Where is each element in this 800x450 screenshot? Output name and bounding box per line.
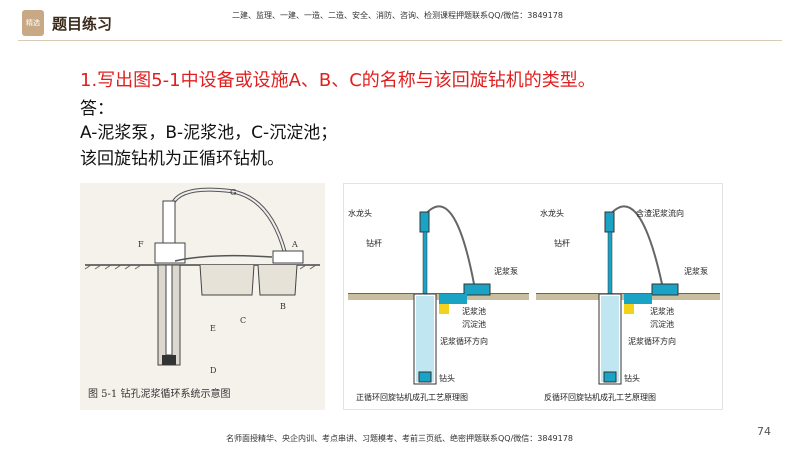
label-rod-right: 钻杆 xyxy=(554,238,570,248)
answer-line-2: 该回旋钻机为正循环钻机。 xyxy=(80,149,284,169)
footer-notice: 名师面授精华、央企内训、考点串讲、习题模考、考前三页纸、绝密押题联系QQ/微信：… xyxy=(226,434,573,443)
label-bit-left: 钻头 xyxy=(439,373,455,383)
label-e: E xyxy=(210,324,216,333)
faucet-right xyxy=(604,211,615,233)
drill-rod-e xyxy=(165,264,173,356)
label-pit-right: 泥浆池 xyxy=(650,306,674,316)
answer-line-1: A-泥浆泵，B-泥浆池，C-沉淀池； xyxy=(80,123,338,143)
page-header: 精选 题目练习 二建、监理、一建、一造、二造、安全、消防、咨询、检测课程押题联系… xyxy=(0,0,800,40)
mud-pump-right xyxy=(651,283,679,296)
label-circ-left: 泥浆循环方向 xyxy=(440,336,488,346)
question-text: 1.写出图5-1中设备或设施A、B、C的名称与该回旋钻机的类型。 xyxy=(80,70,596,91)
label-rod-left: 钻杆 xyxy=(366,238,382,248)
mud-pit-right xyxy=(624,294,652,304)
box-f xyxy=(154,242,186,264)
figure-drilling-principles: 水龙头 钻杆 泥浆泵 泥浆池 沉淀池 泥浆循环方向 钻头 正循环回旋钻机成孔工艺… xyxy=(343,183,723,410)
label-pump-left: 泥浆泵 xyxy=(494,266,518,276)
label-flow-right: 含渣泥浆流向 xyxy=(636,208,684,218)
page-number: 74 xyxy=(757,425,771,438)
mud-pit-left xyxy=(439,294,467,304)
drill-bit-left xyxy=(418,371,432,383)
reverse-circulation-diagram: 水龙头 含渣泥浆流向 钻杆 泥浆泵 泥浆池 沉淀池 泥浆循环方向 钻头 反循环回… xyxy=(536,205,720,402)
header-notice: 二建、监理、一建、一造、二造、安全、消防、咨询、检测课程押题联系QQ/微信：38… xyxy=(232,11,563,20)
header-divider xyxy=(18,40,782,41)
hose-g xyxy=(170,187,287,254)
label-pump-right: 泥浆泵 xyxy=(684,266,708,276)
label-pit-left: 泥浆池 xyxy=(462,306,486,316)
caption-forward: 正循环回旋钻机成孔工艺原理图 xyxy=(356,392,468,402)
label-d: D xyxy=(210,366,216,375)
pit-b xyxy=(257,264,298,296)
label-f: F xyxy=(138,240,144,249)
label-settling-right: 沉淀池 xyxy=(650,319,674,329)
caption-reverse: 反循环回旋钻机成孔工艺原理图 xyxy=(544,392,656,402)
label-g: G xyxy=(230,188,236,197)
settling-pit-left xyxy=(439,304,449,314)
pit-c xyxy=(199,264,255,296)
figure-left-caption: 图 5-1 钻孔泥浆循环系统示意图 xyxy=(88,387,230,400)
drill-bit-d xyxy=(162,355,176,365)
label-bit-right: 钻头 xyxy=(624,373,640,383)
brand-logo: 精选 xyxy=(22,10,44,36)
label-a: A xyxy=(291,240,298,249)
figure-left-drawing: G F A B C D E 图 5-1 钻孔泥浆循环系统示意图 xyxy=(84,187,320,400)
settling-pit-right xyxy=(624,304,634,314)
label-b: B xyxy=(280,302,286,311)
section-title: 题目练习 xyxy=(52,15,113,33)
pump-a xyxy=(272,250,304,264)
mud-pump-left xyxy=(463,283,491,296)
answer-label: 答： xyxy=(80,99,114,119)
faucet-left xyxy=(419,211,430,233)
label-settling-left: 沉淀池 xyxy=(462,319,486,329)
forward-circulation-diagram: 水龙头 钻杆 泥浆泵 泥浆池 沉淀池 泥浆循环方向 钻头 正循环回旋钻机成孔工艺… xyxy=(348,205,529,402)
drill-bit-right xyxy=(603,371,617,383)
label-c: C xyxy=(240,316,246,325)
label-faucet-right: 水龙头 xyxy=(540,208,564,218)
label-circ-right: 泥浆循环方向 xyxy=(628,336,676,346)
figure-right-drawing: 水龙头 钻杆 泥浆泵 泥浆池 沉淀池 泥浆循环方向 钻头 正循环回旋钻机成孔工艺… xyxy=(348,205,720,402)
figure-mud-circulation-system: G F A B C D E 图 5-1 钻孔泥浆循环系统示意图 xyxy=(80,183,325,410)
label-faucet-left: 水龙头 xyxy=(348,208,372,218)
